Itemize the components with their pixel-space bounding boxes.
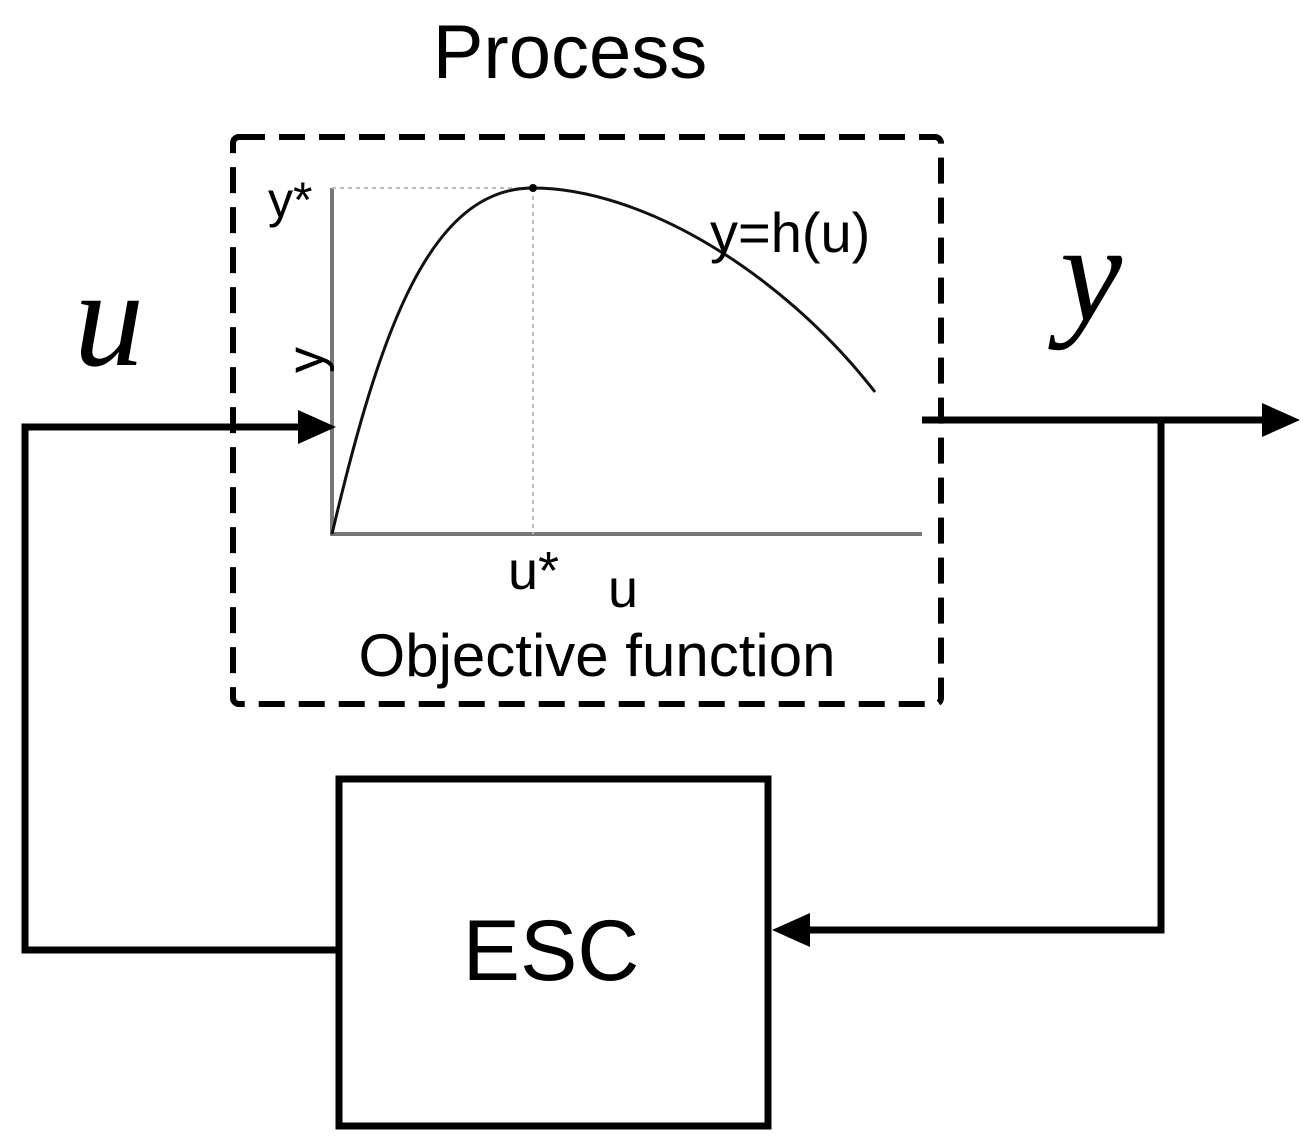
input-arrow-head [298, 410, 336, 444]
y-star-label: y* [268, 172, 312, 228]
u-star-label: u* [508, 541, 559, 601]
esc-label: ESC [463, 903, 640, 999]
x-axis-label: u [608, 559, 638, 619]
output-signal-label: y [1048, 196, 1123, 351]
process-caption: Objective function [359, 622, 836, 689]
optimum-point [529, 184, 537, 192]
y-axis-label: y [277, 347, 335, 373]
curve-label: y=h(u) [710, 201, 870, 264]
output-feedback-line [800, 420, 1165, 934]
input-signal-label: u [74, 241, 144, 396]
esc-input-arrow-head [772, 913, 810, 947]
output-arrow-head [1262, 403, 1300, 437]
process-title: Process [433, 10, 708, 95]
esc-block [335, 775, 772, 1130]
input-feedback-line [21, 423, 339, 954]
